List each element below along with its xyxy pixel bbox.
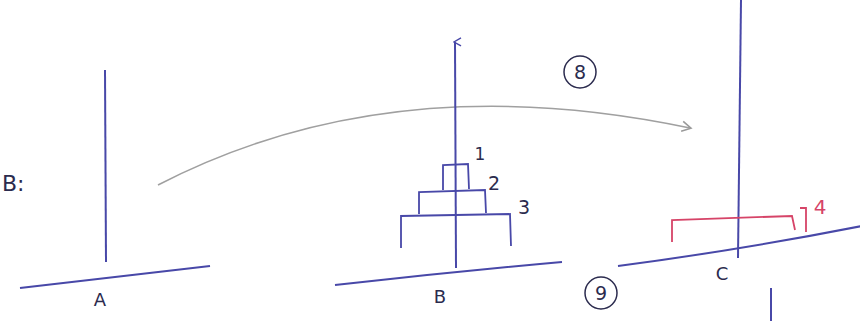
peg-b: [335, 42, 562, 285]
step-circle: [564, 56, 596, 88]
step-circle: [585, 277, 617, 309]
move-arrow: [158, 106, 690, 185]
peg-label: B: [434, 288, 446, 306]
step-number: 9: [595, 284, 607, 303]
row-label: B:: [2, 173, 25, 195]
step-number: 8: [574, 63, 586, 82]
peg-label: A: [94, 291, 106, 309]
disk-number: 2: [488, 174, 500, 193]
disk-number: 4: [814, 197, 827, 217]
disk-stack: [401, 164, 511, 248]
disk-number: 1: [475, 146, 486, 163]
peg-label: C: [716, 265, 729, 283]
disk-number: 3: [518, 198, 530, 217]
peg-a: [20, 70, 210, 288]
disk-4: [672, 208, 806, 242]
next-peg: [770, 288, 772, 321]
peg-c: [618, 0, 860, 266]
